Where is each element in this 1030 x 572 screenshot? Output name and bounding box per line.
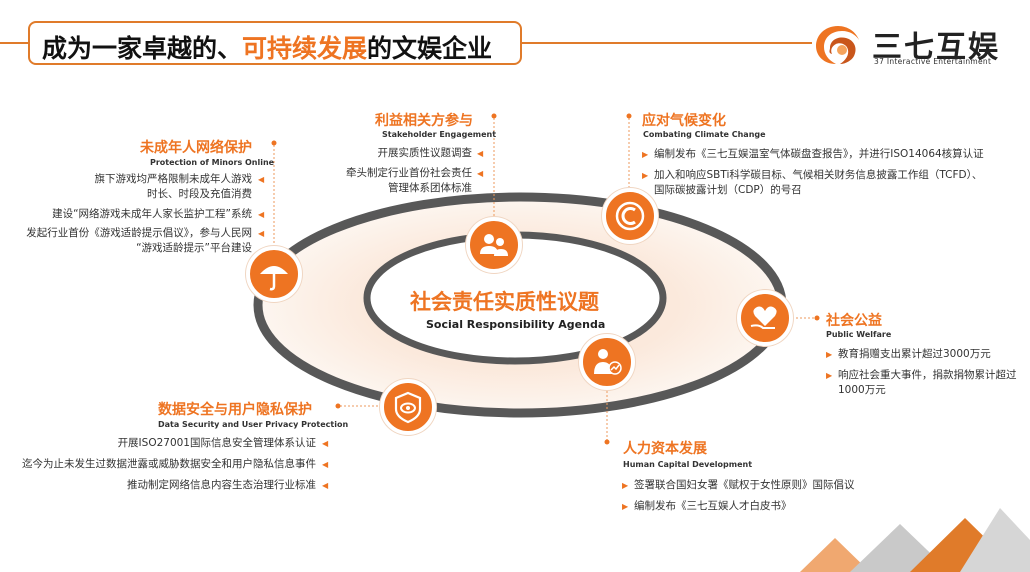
bullet-triangle-icon: ◀: [477, 149, 484, 158]
data-subtitle: Data Security and User Privacy Protectio…: [158, 420, 349, 429]
bullet-triangle-icon: ▶: [622, 502, 629, 511]
human-title: 人力资本发展: [623, 441, 707, 457]
bullet-triangle-icon: ◀: [258, 210, 265, 219]
climate-title: 应对气候变化: [642, 113, 726, 129]
data-icon-circle: [380, 379, 436, 435]
welfare-subtitle: Public Welfare: [826, 330, 892, 339]
stakeholder-item-2: 牵头制定行业首份社会责任 管理体系团体标准: [346, 167, 472, 194]
header-line-right: [522, 42, 812, 44]
bullet-triangle-icon: ◀: [322, 439, 329, 448]
bullet-triangle-icon: ◀: [322, 481, 329, 490]
person-chart-icon: [594, 349, 622, 375]
stakeholder-title: 利益相关方参与: [375, 113, 473, 129]
center-subtitle: Social Responsibility Agenda: [426, 318, 606, 331]
bullet-triangle-icon: ◀: [322, 460, 329, 469]
welfare-item-2: 响应社会重大事件，捐款捐物累计超过 1000万元: [838, 369, 1017, 396]
people-icon: [480, 234, 508, 256]
security-eye-icon: [394, 391, 422, 424]
bullet-triangle-icon: ▶: [622, 481, 629, 490]
minors-item-3: 发起行业首份《游戏适龄提示倡议》，参与人民网 “游戏适龄提示”平台建设: [26, 227, 252, 254]
data-item-3: 推动制定网络信息内容生态治理行业标准: [127, 479, 316, 491]
bullet-triangle-icon: ▶: [642, 150, 649, 159]
stakeholder-subtitle: Stakeholder Engagement: [382, 130, 497, 139]
title-part1: 成为一家卓越的、: [42, 34, 243, 63]
climate-item-2: 加入和响应SBTi科学碳目标、气候相关财务信息披露工作组（TCFD）、 国际碳披…: [654, 169, 983, 196]
title-highlight: 可持续发展: [242, 34, 368, 63]
climate-c-icon: [615, 201, 645, 231]
minors-subtitle: Protection of Minors Online: [150, 158, 275, 167]
welfare-icon-circle: [737, 290, 793, 346]
bullet-triangle-icon: ▶: [826, 350, 833, 359]
minors-title: 未成年人网络保护: [140, 140, 252, 156]
climate-subtitle: Combating Climate Change: [643, 130, 766, 139]
center-title: 社会责任实质性议题: [410, 290, 599, 314]
corner-decoration: [800, 508, 1030, 572]
bullet-triangle-icon: ▶: [826, 371, 833, 380]
title-box: 成为一家卓越的、可持续发展的文娱企业: [28, 21, 522, 65]
logo-subtitle: 37 Interactive Entertainment: [874, 57, 992, 66]
data-item-2: 迄今为止未发生过数据泄露或威胁数据安全和用户隐私信息事件: [22, 458, 316, 470]
logo-swirl-icon: [816, 26, 859, 64]
minors-item-1: 旗下游戏均严格限制未成年人游戏 时长、时段及充值消费: [94, 173, 253, 200]
human-subtitle: Human Capital Development: [623, 460, 753, 469]
human-item-1: 签署联合国妇女署《赋权于女性原则》国际倡议: [634, 479, 855, 491]
title-part2: 的文娱企业: [367, 34, 493, 63]
heart-hand-icon: [750, 306, 777, 329]
welfare-title: 社会公益: [826, 313, 882, 329]
human-item-2: 编制发布《三七互娱人才白皮书》: [634, 500, 792, 512]
climate-item-1: 编制发布《三七互娱温室气体碳盘查报告》，并进行ISO14064核算认证: [654, 148, 984, 160]
umbrella-icon: [260, 266, 288, 291]
bullet-triangle-icon: ◀: [258, 175, 265, 184]
data-title: 数据安全与用户隐私保护: [158, 402, 312, 418]
stakeholder-icon-circle: [466, 217, 522, 273]
welfare-item-1: 教育捐赠支出累计超过3000万元: [838, 348, 991, 360]
minors-item-2: 建设“网络游戏未成年人家长监护工程”系统: [52, 208, 252, 220]
human-icon-circle: [579, 334, 635, 390]
page-title: 成为一家卓越的、可持续发展的文娱企业: [42, 29, 492, 65]
stakeholder-item-1: 开展实质性议题调查: [377, 147, 473, 159]
data-item-1: 开展ISO27001国际信息安全管理体系认证: [117, 437, 316, 449]
bullet-triangle-icon: ▶: [642, 171, 649, 180]
minors-icon-circle: [246, 246, 302, 302]
logo-name: 三七互娱: [872, 30, 1000, 65]
climate-icon-circle: [602, 188, 658, 244]
bullet-triangle-icon: ◀: [258, 229, 265, 238]
bullet-triangle-icon: ◀: [477, 169, 484, 178]
header-line-left: [0, 42, 30, 44]
